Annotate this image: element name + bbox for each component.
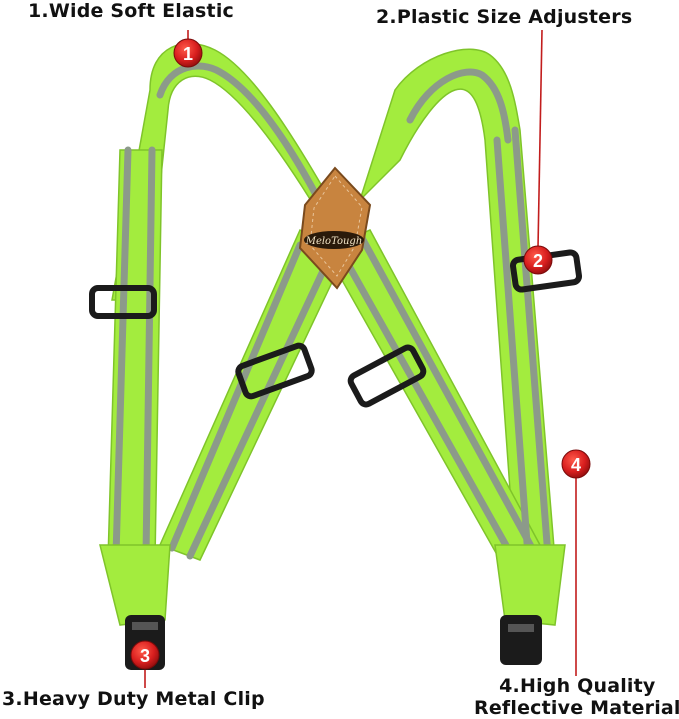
leader-line-2 [537, 29, 543, 249]
adjuster-left [89, 285, 157, 319]
badge-2-number: 2 [533, 251, 543, 271]
callout-label-4: 4.High Quality Reflective Material [474, 675, 679, 719]
callout-badges: 1 2 3 4 [130, 38, 591, 670]
callout-label-3: 3.Heavy Duty Metal Clip [2, 688, 265, 710]
adjuster-cross-right [347, 344, 427, 408]
badge-4-number: 4 [571, 455, 581, 475]
badge-1: 1 [173, 38, 203, 68]
strap-tail-right [494, 544, 566, 626]
badge-3-number: 3 [140, 646, 150, 666]
badge-1-number: 1 [183, 44, 193, 64]
callout-label-4-line2: Reflective Material [474, 697, 679, 719]
strap-tail-left [99, 544, 171, 626]
size-adjusters [89, 249, 582, 408]
leather-patch [298, 166, 372, 290]
adjuster-cross-left [235, 342, 315, 400]
callout-label-1: 1.Wide Soft Elastic [28, 0, 234, 22]
badge-2: 2 [523, 245, 553, 275]
callout-label-4-line1: 4.High Quality [499, 675, 656, 697]
callout-label-2: 2.Plastic Size Adjusters [376, 6, 633, 28]
brand-logo: MeloTough [305, 236, 363, 247]
reflective-stripes [112, 62, 552, 560]
clip-right [500, 615, 542, 665]
badge-4: 4 [561, 449, 591, 479]
badge-3: 3 [130, 640, 160, 670]
suspender-straps [99, 42, 566, 626]
metal-clips [125, 615, 542, 670]
